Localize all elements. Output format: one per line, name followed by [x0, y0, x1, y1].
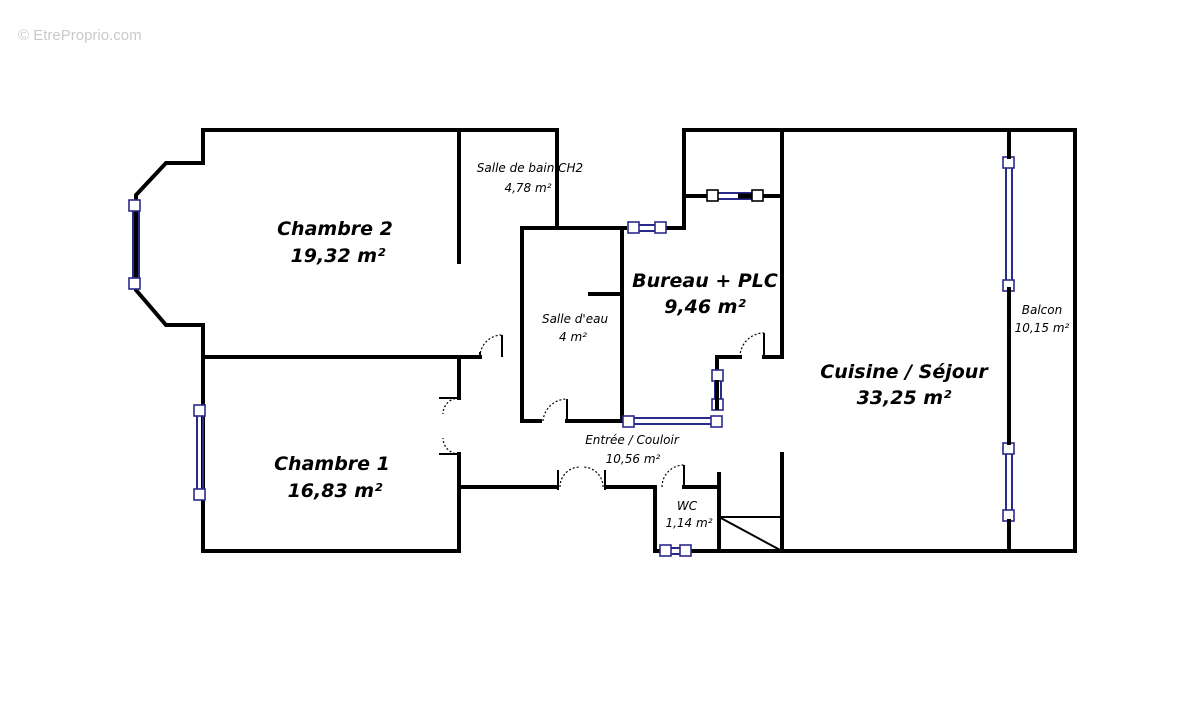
room-salle-d-eau: Salle d'eau 4 m²: [542, 312, 608, 344]
room-name: WC: [677, 499, 698, 513]
room-name: Chambre 1: [274, 453, 390, 475]
room-entree-couloir: Entrée / Couloir 10,56 m²: [585, 433, 680, 466]
room-area: 10,56 m²: [606, 452, 661, 466]
room-name: Salle d'eau: [542, 312, 608, 326]
room-balcon: Balcon 10,15 m²: [1015, 303, 1070, 335]
room-salle-de-bain-ch2: Salle de bain CH2 4,78 m²: [477, 161, 583, 195]
room-name: Bureau + PLC: [632, 270, 778, 292]
room-area: 16,83 m²: [288, 480, 384, 502]
windows: [128, 128, 1015, 557]
room-area: 4 m²: [559, 330, 587, 344]
room-name: Entrée / Couloir: [585, 433, 680, 447]
room-area: 33,25 m²: [857, 387, 953, 409]
room-cuisine-sejour: Cuisine / Séjour 33,25 m²: [820, 361, 989, 409]
room-chambre-1: Chambre 1 16,83 m²: [274, 453, 390, 502]
room-bureau: Bureau + PLC 9,46 m²: [632, 270, 778, 318]
room-area: 19,32 m²: [291, 245, 387, 267]
walls: [134, 128, 1077, 553]
stair-symbol: [718, 516, 783, 552]
room-area: 9,46 m²: [664, 296, 746, 318]
room-name: Balcon: [1022, 303, 1062, 317]
room-chambre-2: Chambre 2 19,32 m²: [277, 218, 393, 267]
room-area: 4,78 m²: [504, 181, 551, 195]
doors: [439, 332, 765, 490]
watermark: © EtreProprio.com: [18, 27, 142, 44]
room-wc: WC 1,14 m²: [665, 499, 712, 530]
room-area: 10,15 m²: [1015, 321, 1070, 335]
room-name: Salle de bain CH2: [477, 161, 583, 175]
room-area: 1,14 m²: [665, 516, 712, 530]
room-name: Chambre 2: [277, 218, 393, 240]
room-name: Cuisine / Séjour: [820, 361, 989, 383]
